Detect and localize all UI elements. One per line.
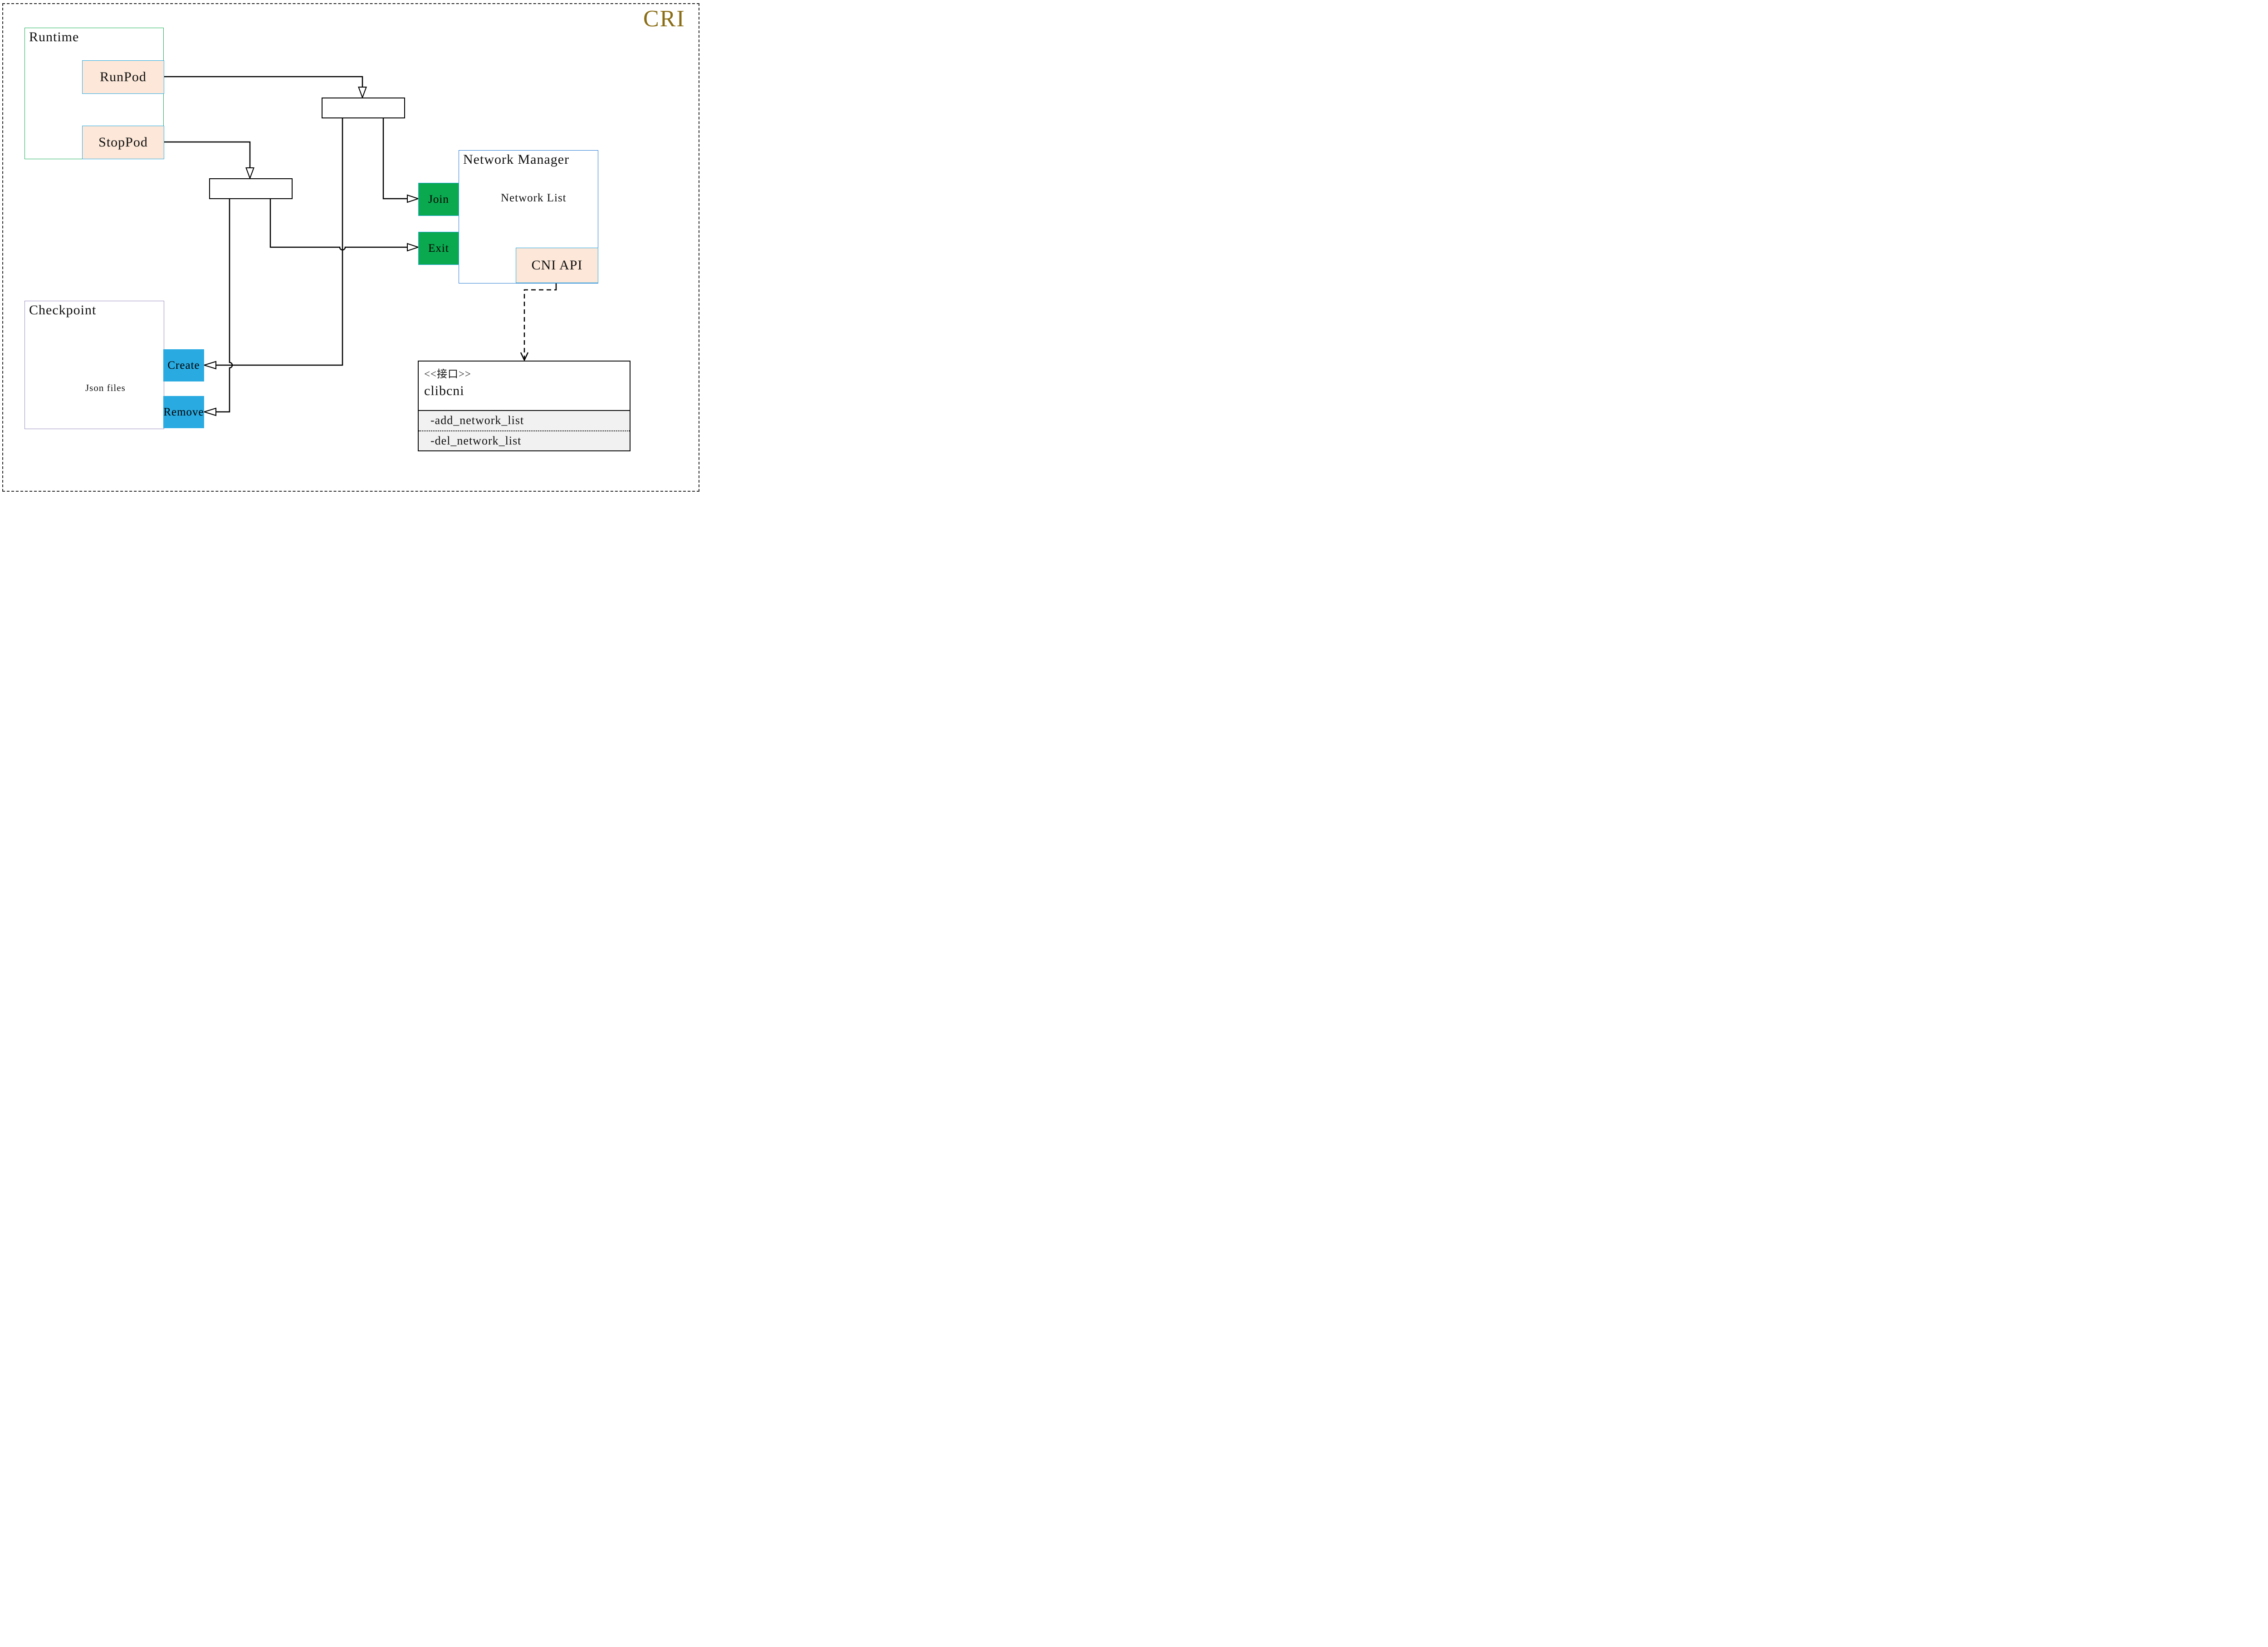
cri-diagram: CRI Runtime RunPod StopPod Network Manag… bbox=[0, 0, 703, 494]
remove-open-arrow-icon bbox=[202, 407, 216, 416]
checkpoint-box: Checkpoint bbox=[24, 301, 164, 429]
create-open-arrow-icon bbox=[202, 361, 216, 370]
runpod-label: RunPod bbox=[100, 69, 147, 84]
fork2-to-exit-connector bbox=[269, 197, 407, 251]
runpod-to-fork1-connector bbox=[163, 76, 363, 88]
stoppod-to-fork2-connector bbox=[163, 141, 251, 168]
cni-api-label: CNI API bbox=[531, 258, 583, 273]
clibcni-header: <<接口>> clibcni bbox=[419, 362, 630, 410]
create-label: Create bbox=[167, 359, 200, 371]
fork2-open-arrow-icon bbox=[245, 167, 254, 180]
json-files-label: Json files bbox=[85, 382, 126, 393]
network-list-label: Network List bbox=[501, 192, 567, 204]
join-label: Join bbox=[428, 193, 449, 205]
runpod-node: RunPod bbox=[82, 60, 164, 94]
diagram-title: CRI bbox=[643, 6, 685, 32]
fork2-to-remove-connector bbox=[216, 197, 233, 413]
join-open-arrow-icon bbox=[407, 194, 420, 203]
create-node: Create bbox=[163, 349, 204, 381]
join-node: Join bbox=[418, 183, 459, 216]
remove-label: Remove bbox=[163, 406, 204, 418]
fork1-open-arrow-icon bbox=[358, 87, 367, 99]
clibcni-stereotype: <<接口>> bbox=[424, 368, 471, 380]
clibcni-open-v-arrow-icon bbox=[520, 352, 529, 362]
exit-node: Exit bbox=[418, 232, 459, 265]
network-manager-label: Network Manager bbox=[463, 152, 570, 167]
stoppod-node: StopPod bbox=[82, 126, 164, 159]
fork-bar-runpod bbox=[322, 98, 405, 118]
clibcni-method-add: -add_network_list bbox=[430, 414, 524, 427]
clibcni-methods-section: -add_network_list -del_network_list bbox=[419, 410, 630, 450]
cni-api-to-clibcni-dashed-connector bbox=[523, 287, 557, 359]
fork1-to-join-connector bbox=[382, 117, 407, 200]
remove-node: Remove bbox=[163, 396, 204, 428]
fork1-to-create-connector bbox=[216, 117, 343, 366]
runtime-label: Runtime bbox=[29, 29, 79, 44]
clibcni-interface-box: <<接口>> clibcni -add_network_list -del_ne… bbox=[418, 361, 631, 451]
clibcni-name: clibcni bbox=[424, 383, 464, 398]
checkpoint-label: Checkpoint bbox=[29, 303, 97, 318]
exit-label: Exit bbox=[428, 242, 449, 254]
fork-bar-stoppod bbox=[209, 178, 293, 199]
clibcni-method-del: -del_network_list bbox=[419, 430, 630, 451]
exit-open-arrow-icon bbox=[407, 243, 420, 252]
stoppod-label: StopPod bbox=[98, 135, 148, 150]
cni-api-node: CNI API bbox=[516, 248, 598, 283]
